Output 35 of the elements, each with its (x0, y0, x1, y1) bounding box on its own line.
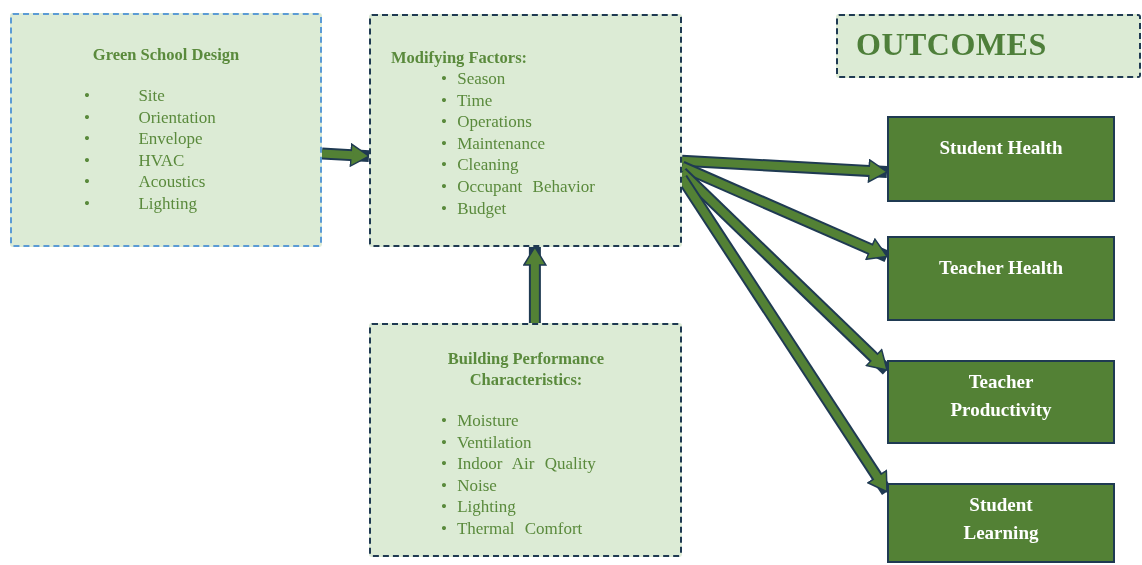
bullet-item: • Site (84, 85, 166, 107)
bullet-item: • Cleaning (441, 154, 520, 176)
outcome-box (887, 483, 1115, 563)
bullet-item: • Lighting (84, 192, 198, 215)
bullet-item: • Envelope (84, 128, 204, 150)
section-heading: OUTCOMES (855, 25, 1048, 64)
bullet-item: • Lighting (441, 496, 517, 518)
bullet-item: • Noise (441, 474, 498, 497)
outcome-label: Teacher Productivity (949, 370, 1053, 422)
bullet-item: • Indoor Air Quality (441, 453, 596, 475)
bullet-item: • Time (441, 89, 494, 112)
bullet-item: • Occupant Behavior (441, 175, 595, 198)
panel-heading: Green School Design (91, 44, 241, 65)
panel-heading: Modifying Factors: (391, 47, 529, 68)
bullet-item: • Operations (441, 111, 533, 133)
outcome-label: Student Learning (962, 493, 1040, 545)
bullet-item: • Ventilation (441, 431, 533, 454)
bullet-item: • HVAC (84, 149, 186, 172)
title-box (836, 14, 1141, 78)
outcome-label: Teacher Health (938, 256, 1064, 280)
bullet-item: • Thermal Comfort (441, 517, 584, 540)
bullet-item: • Orientation (84, 106, 216, 129)
factor-panel (10, 13, 322, 247)
factor-panel (369, 323, 682, 557)
bullet-item: • Acoustics (84, 171, 207, 193)
bullet-item: • Season (441, 68, 507, 90)
bullet-item: • Maintenance (441, 132, 546, 155)
bullet-item: • Budget (441, 197, 508, 220)
bullet-item: • Moisture (441, 410, 520, 432)
panel-heading: Building Performance Characteristics: (446, 348, 606, 390)
factor-panel (369, 14, 682, 247)
outcome-label: Student Health (938, 136, 1064, 160)
outcome-box (887, 360, 1115, 444)
outcome-box (887, 236, 1115, 321)
outcome-box (887, 116, 1115, 202)
